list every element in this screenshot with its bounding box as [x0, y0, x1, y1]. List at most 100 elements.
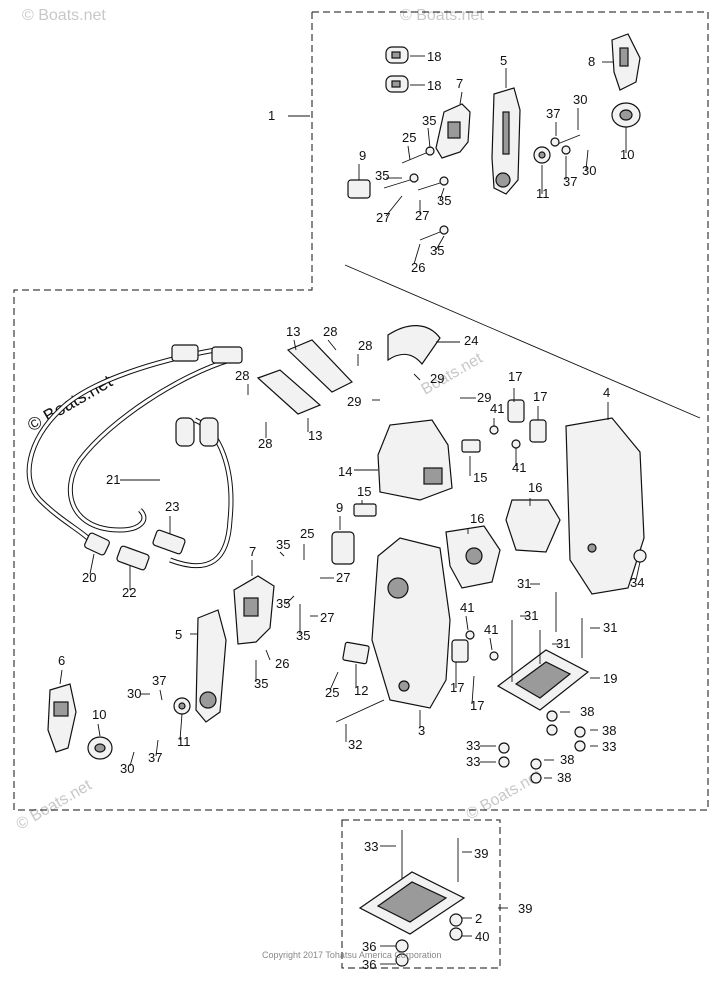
- callout-label-16: 16: [528, 480, 542, 495]
- callout-label-41: 41: [512, 460, 526, 475]
- callout-label-27: 27: [376, 210, 390, 225]
- part-36-40-nut-washers: [395, 913, 463, 967]
- part-15-clip-upper: [461, 439, 481, 453]
- copyright-text: Copyright 2017 Tohatsu America Corporati…: [262, 950, 441, 960]
- callout-label-33: 33: [466, 738, 480, 753]
- callout-label-35: 35: [276, 537, 290, 552]
- part-14-housing: [377, 419, 453, 501]
- callout-label-35: 35: [430, 243, 444, 258]
- callout-label-17: 17: [470, 698, 484, 713]
- callout-label-7: 7: [456, 76, 463, 91]
- callout-label-35: 35: [375, 168, 389, 183]
- callout-label-24: 24: [464, 333, 478, 348]
- callout-leader-27: [385, 195, 403, 217]
- part-9-upper-cap: [347, 179, 371, 199]
- callout-label-10: 10: [92, 707, 106, 722]
- callout-label-28: 28: [235, 368, 249, 383]
- callout-label-37: 37: [152, 673, 166, 688]
- callout-leader-29: [413, 373, 421, 381]
- part-7-lower-cover: [233, 575, 275, 645]
- callout-leader-11: [179, 713, 183, 741]
- callout-label-31: 31: [556, 636, 570, 651]
- callout-label-30: 30: [127, 686, 141, 701]
- callout-label-25: 25: [300, 526, 314, 541]
- callout-label-35: 35: [276, 596, 290, 611]
- part-6-handle: [47, 683, 77, 753]
- upper-screws: [383, 134, 581, 241]
- callout-label-41: 41: [484, 622, 498, 637]
- part-21-cable-harness: [26, 344, 243, 569]
- part-5-lower-arm: [195, 609, 227, 723]
- callout-label-6: 6: [58, 653, 65, 668]
- callout-label-18: 18: [427, 49, 441, 64]
- part-18-clip-upper: [385, 46, 409, 64]
- callout-leader-30: [585, 149, 589, 171]
- callout-label-34: 34: [630, 575, 644, 590]
- callout-label-13: 13: [286, 324, 300, 339]
- part-15-clip-lower: [353, 503, 377, 517]
- part-8-upper-handle: [611, 33, 641, 91]
- callout-label-35: 35: [254, 676, 268, 691]
- callout-label-33: 33: [466, 754, 480, 769]
- part-34-nut: [633, 549, 647, 563]
- callout-label-7: 7: [249, 544, 256, 559]
- callout-label-33: 33: [602, 739, 616, 754]
- callout-leader-25: [407, 145, 411, 161]
- callout-label-37: 37: [563, 174, 577, 189]
- callout-label-17: 17: [450, 680, 464, 695]
- callout-label-31: 31: [603, 620, 617, 635]
- part-4-side-cover: [565, 417, 645, 595]
- part-17-bracket-upper: [507, 399, 547, 443]
- callout-label-25: 25: [325, 685, 339, 700]
- callout-label-37: 37: [546, 106, 560, 121]
- callout-leader-35: [439, 187, 445, 201]
- part-19-base-plate: [496, 649, 590, 711]
- callout-label-38: 38: [602, 723, 616, 738]
- callout-label-29: 29: [477, 390, 491, 405]
- frame-mounting-kit: [341, 819, 501, 969]
- callout-leader-20: [89, 553, 95, 575]
- callout-leader-17: [471, 675, 475, 705]
- callout-label-16: 16: [470, 511, 484, 526]
- callout-label-14: 14: [338, 464, 352, 479]
- watermark-bottom-left: © Boats.net: [14, 777, 96, 834]
- callout-label-19: 19: [603, 671, 617, 686]
- part-20-connector: [84, 532, 110, 556]
- callout-label-40: 40: [475, 929, 489, 944]
- part-39-long-bolts: [401, 830, 459, 882]
- callout-label-36: 36: [362, 939, 376, 954]
- callout-label-9: 9: [359, 148, 366, 163]
- callout-label-35: 35: [296, 628, 310, 643]
- callout-label-8: 8: [588, 54, 595, 69]
- watermark-top-right: © Boats.net: [400, 7, 484, 24]
- frame-upper-assembly: [13, 11, 709, 811]
- part-11-upper-bracket: [533, 146, 551, 164]
- part-13-plate-lower: [256, 369, 322, 415]
- callout-label-30: 30: [120, 761, 134, 776]
- callout-label-26: 26: [275, 656, 289, 671]
- callout-leader-26: [413, 243, 421, 265]
- part-32-bolt: [335, 699, 385, 723]
- callout-label-35: 35: [437, 193, 451, 208]
- callout-label-13: 13: [308, 428, 322, 443]
- part-23-connector: [152, 529, 186, 555]
- part-16-gasket-upper: [505, 499, 561, 553]
- callout-label-22: 22: [122, 585, 136, 600]
- callout-label-27: 27: [415, 208, 429, 223]
- callout-label-38: 38: [580, 704, 594, 719]
- callout-leader-35: [427, 127, 431, 149]
- callout-label-28: 28: [258, 436, 272, 451]
- callout-label-3: 3: [418, 723, 425, 738]
- callout-label-29: 29: [430, 371, 444, 386]
- part-33-38-nuts-washers: [498, 710, 586, 784]
- part-24-cover: [387, 325, 441, 365]
- callout-label-36: 36: [362, 957, 376, 972]
- callout-leader-41: [489, 637, 493, 651]
- section-divider-line: [344, 264, 701, 419]
- callout-leader-26: [265, 649, 271, 661]
- callout-leader-35: [285, 595, 295, 605]
- callout-label-15: 15: [473, 470, 487, 485]
- callout-leader-35: [435, 235, 445, 251]
